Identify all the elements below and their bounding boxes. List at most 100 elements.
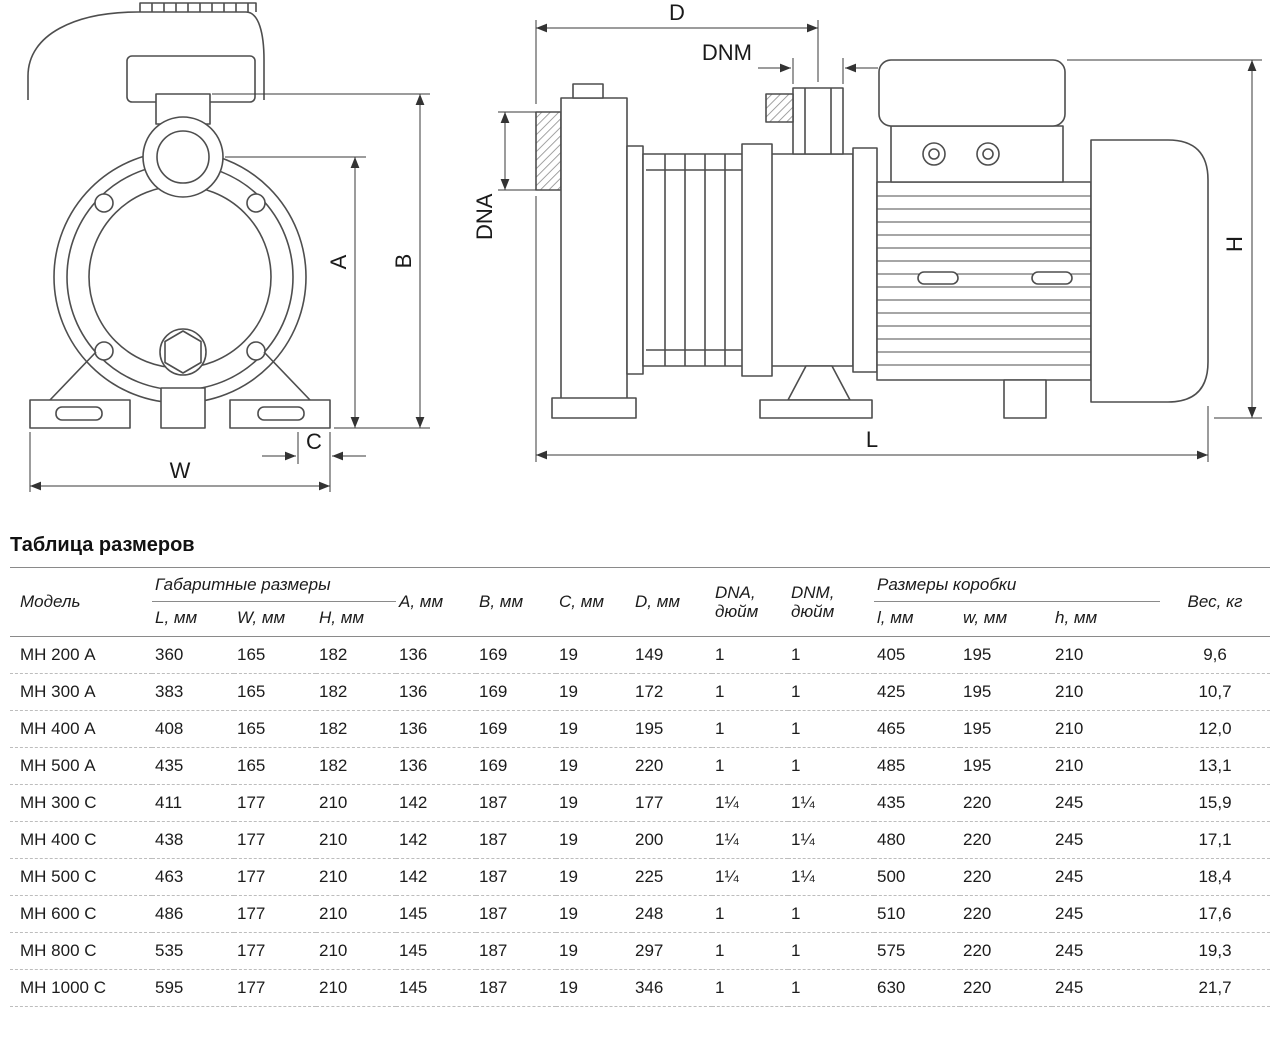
cell-l: 500	[874, 858, 960, 896]
cell-A: 145	[396, 895, 476, 933]
cell-W: 165	[234, 747, 316, 785]
cell-H: 182	[316, 636, 396, 674]
cell-D: 200	[632, 821, 712, 859]
pump-drawing: A B C W D DNM DNA H L	[27, 0, 1262, 492]
cell-A: 136	[396, 673, 476, 711]
cell-B: 187	[476, 895, 556, 933]
cell-w: 220	[960, 858, 1052, 896]
cell-DNA: 1	[712, 636, 788, 674]
cell-h: 210	[1052, 747, 1161, 785]
cell-C: 19	[556, 747, 632, 785]
dimensions-table: Модель Габаритные размеры A, мм B, мм C,…	[10, 566, 1271, 1008]
cell-weight: 17,6	[1160, 895, 1271, 933]
cell-weight: 21,7	[1160, 969, 1271, 1007]
cell-weight: 13,1	[1160, 747, 1271, 785]
table-header: Модель Габаритные размеры A, мм B, мм C,…	[10, 566, 1271, 637]
dim-label-A: A	[326, 254, 351, 269]
dim-label-L: L	[866, 427, 878, 452]
cell-l: 465	[874, 710, 960, 748]
cell-L: 595	[152, 969, 234, 1007]
cell-DNA: 1	[712, 895, 788, 933]
cell-B: 187	[476, 784, 556, 822]
dimension-lines	[29, 20, 1262, 492]
cell-C: 19	[556, 969, 632, 1007]
cell-model: МН 400 С	[10, 821, 152, 859]
cell-L: 438	[152, 821, 234, 859]
cell-H: 182	[316, 710, 396, 748]
cell-weight: 10,7	[1160, 673, 1271, 711]
cell-H: 210	[316, 932, 396, 970]
cell-W: 177	[234, 932, 316, 970]
cell-l: 575	[874, 932, 960, 970]
cell-C: 19	[556, 673, 632, 711]
cell-A: 145	[396, 969, 476, 1007]
cell-W: 177	[234, 784, 316, 822]
cell-A: 142	[396, 821, 476, 859]
cell-DNM: 1¼	[788, 821, 874, 859]
header-L: L, мм	[155, 607, 198, 627]
cell-model: МН 1000 С	[10, 969, 152, 1007]
header-box-w: w, мм	[963, 607, 1008, 627]
cell-DNM: 1	[788, 673, 874, 711]
cell-L: 360	[152, 636, 234, 674]
table-title: Таблица размеров	[10, 534, 195, 556]
cell-B: 187	[476, 969, 556, 1007]
cell-h: 210	[1052, 673, 1161, 711]
cell-B: 169	[476, 710, 556, 748]
cell-w: 195	[960, 710, 1052, 748]
cell-L: 486	[152, 895, 234, 933]
dim-label-W: W	[170, 458, 191, 483]
cell-C: 19	[556, 932, 632, 970]
cell-L: 383	[152, 673, 234, 711]
cell-weight: 19,3	[1160, 932, 1271, 970]
cell-C: 19	[556, 636, 632, 674]
header-DNA: DNA, дюйм	[712, 566, 788, 637]
cell-W: 177	[234, 895, 316, 933]
cell-model: МН 200 А	[10, 636, 152, 674]
header-B: B, мм	[476, 566, 556, 637]
cell-h: 245	[1052, 969, 1161, 1007]
cell-DNA: 1	[712, 969, 788, 1007]
cell-L: 463	[152, 858, 234, 896]
cell-weight: 12,0	[1160, 710, 1271, 748]
cell-D: 195	[632, 710, 712, 748]
cell-B: 169	[476, 673, 556, 711]
cell-DNM: 1¼	[788, 784, 874, 822]
cell-C: 19	[556, 895, 632, 933]
cell-D: 346	[632, 969, 712, 1007]
dim-label-DNA: DNA	[472, 193, 497, 240]
cell-A: 145	[396, 932, 476, 970]
cell-D: 177	[632, 784, 712, 822]
header-box-h: h, мм	[1055, 607, 1098, 627]
header-C: C, мм	[556, 566, 632, 637]
header-W: W, мм	[237, 607, 286, 627]
cell-H: 182	[316, 673, 396, 711]
dim-label-B: B	[391, 254, 416, 269]
dim-label-H: H	[1222, 236, 1247, 252]
cell-D: 225	[632, 858, 712, 896]
cell-H: 182	[316, 747, 396, 785]
cell-l: 435	[874, 784, 960, 822]
cell-DNM: 1	[788, 969, 874, 1007]
cell-D: 297	[632, 932, 712, 970]
cell-B: 187	[476, 858, 556, 896]
cell-w: 195	[960, 636, 1052, 674]
cell-w: 220	[960, 895, 1052, 933]
dim-label-D: D	[669, 0, 685, 25]
cell-model: МН 800 С	[10, 932, 152, 970]
cell-weight: 17,1	[1160, 821, 1271, 859]
cell-W: 177	[234, 821, 316, 859]
cell-B: 187	[476, 932, 556, 970]
cell-B: 169	[476, 747, 556, 785]
cell-C: 19	[556, 784, 632, 822]
cell-model: МН 600 С	[10, 895, 152, 933]
cell-h: 210	[1052, 710, 1161, 748]
cell-l: 630	[874, 969, 960, 1007]
header-weight: Вес, кг	[1160, 566, 1271, 637]
